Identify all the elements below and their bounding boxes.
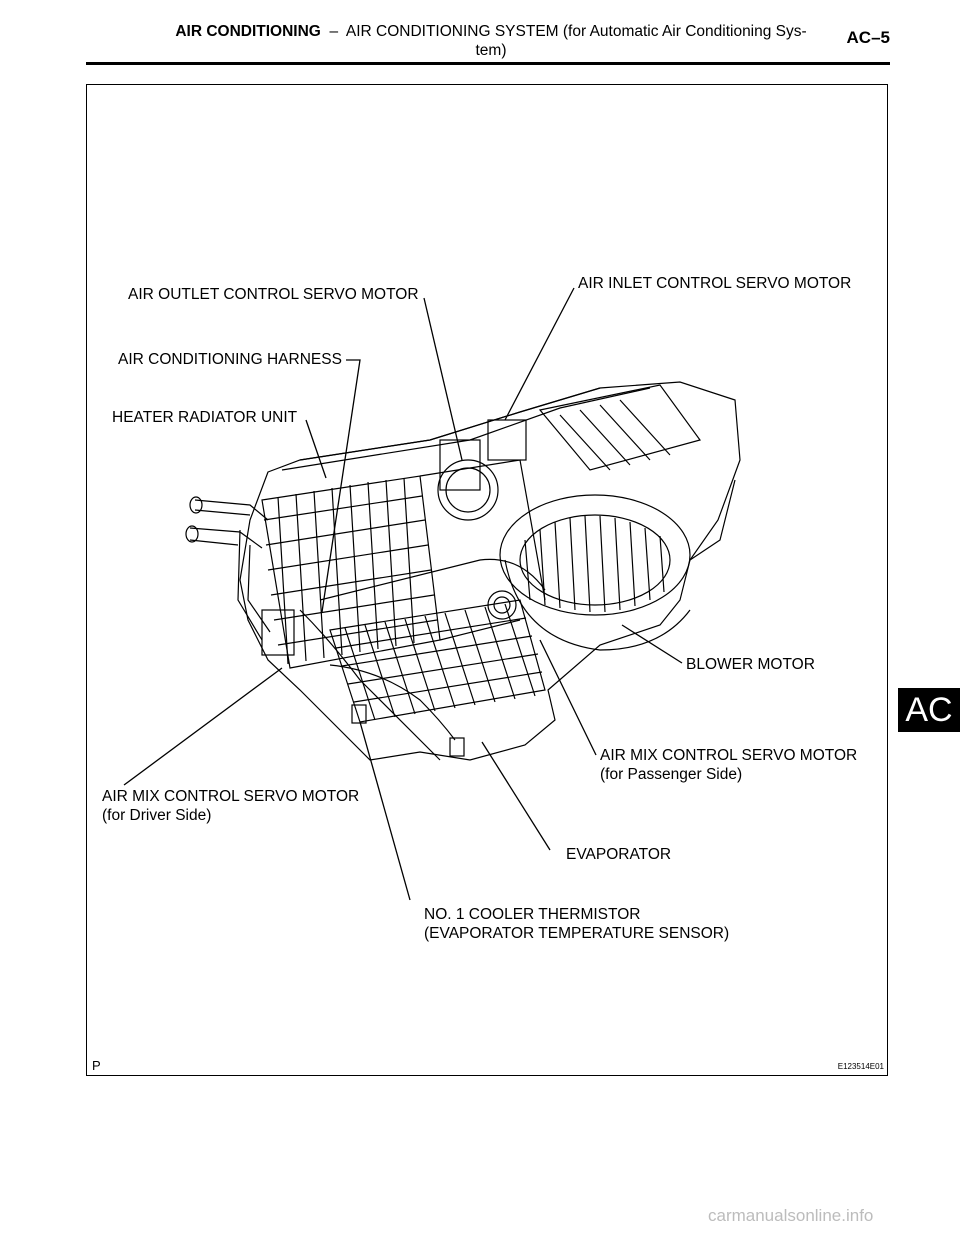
label-evaporator: EVAPORATOR — [566, 846, 672, 863]
label-air-mix-driver-title: AIR MIX CONTROL SERVO MOTOR — [102, 788, 360, 805]
header-title-text: AIR CONDITIONING SYSTEM (for Automatic A… — [345, 23, 807, 40]
section-tab: AC — [898, 688, 960, 732]
leader-thermistor — [359, 721, 411, 901]
label-air-outlet-servo: AIR OUTLET CONTROL SERVO MOTOR — [128, 286, 419, 303]
header-rule — [86, 62, 890, 65]
leader-harness — [321, 359, 361, 613]
label-air-mix-driver: AIR MIX CONTROL SERVO MOTOR (for Driver … — [102, 787, 359, 825]
watermark: carmanualsonline.info — [708, 1206, 874, 1225]
label-blower-motor: BLOWER MOTOR — [686, 656, 815, 673]
label-air-inlet-servo: AIR INLET CONTROL SERVO MOTOR — [578, 275, 852, 292]
page-number: AC–5 — [846, 28, 890, 47]
leader-air-mix-passenger — [539, 639, 597, 756]
leader-evaporator — [481, 741, 551, 851]
label-heater-radiator: HEATER RADIATOR UNIT — [112, 409, 298, 426]
header-dash: – — [329, 23, 339, 40]
leader-air-inlet — [504, 287, 575, 421]
figure-corner-mark: P — [92, 1058, 101, 1073]
label-thermistor-sub: (EVAPORATOR TEMPERATURE SENSOR) — [424, 925, 730, 942]
label-air-mix-passenger-title: AIR MIX CONTROL SERVO MOTOR — [600, 747, 858, 764]
leader-air-outlet — [423, 297, 463, 461]
label-air-mix-passenger: AIR MIX CONTROL SERVO MOTOR (for Passeng… — [600, 746, 857, 784]
page-header: AIR CONDITIONING – AIR CONDITIONING SYST… — [86, 20, 890, 62]
figure-frame — [86, 84, 888, 1076]
leader-blower — [621, 624, 683, 664]
header-section: AIR CONDITIONING — [175, 23, 321, 40]
header-title: AIR CONDITIONING – AIR CONDITIONING SYST… — [146, 22, 836, 60]
label-ac-harness: AIR CONDITIONING HARNESS — [118, 351, 342, 368]
header-title-cont: tem) — [475, 42, 507, 59]
unit-housing — [185, 381, 741, 761]
label-thermistor-title: NO. 1 COOLER THERMISTOR — [424, 906, 641, 923]
leader-air-mix-driver — [123, 667, 283, 786]
label-thermistor: NO. 1 COOLER THERMISTOR (EVAPORATOR TEMP… — [424, 905, 729, 943]
figure-id: E123514E01 — [837, 1062, 884, 1071]
label-air-mix-passenger-sub: (for Passenger Side) — [600, 766, 743, 783]
label-air-mix-driver-sub: (for Driver Side) — [102, 807, 212, 824]
leader-lines — [123, 287, 683, 901]
leader-heater — [305, 419, 327, 479]
